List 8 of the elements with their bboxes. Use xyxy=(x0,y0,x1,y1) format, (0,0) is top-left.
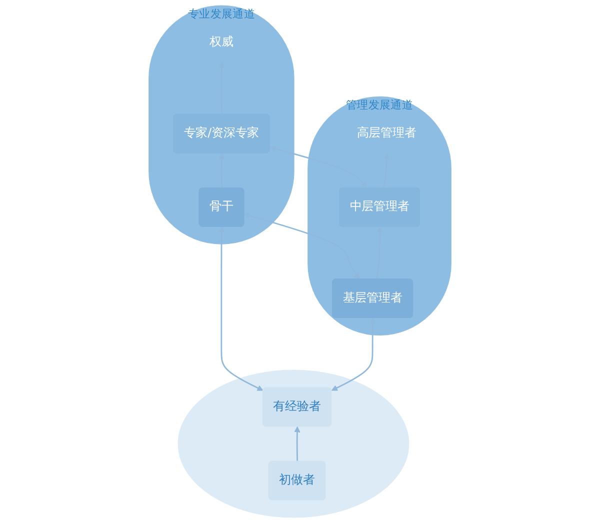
cluster xyxy=(178,370,410,518)
node-text: 高层管理者 xyxy=(356,126,416,140)
arrow xyxy=(331,318,376,391)
node-text: 权威 xyxy=(210,34,234,49)
arrow xyxy=(218,226,264,391)
arrow xyxy=(244,212,360,280)
arrow xyxy=(294,426,300,462)
arrow xyxy=(270,146,367,188)
